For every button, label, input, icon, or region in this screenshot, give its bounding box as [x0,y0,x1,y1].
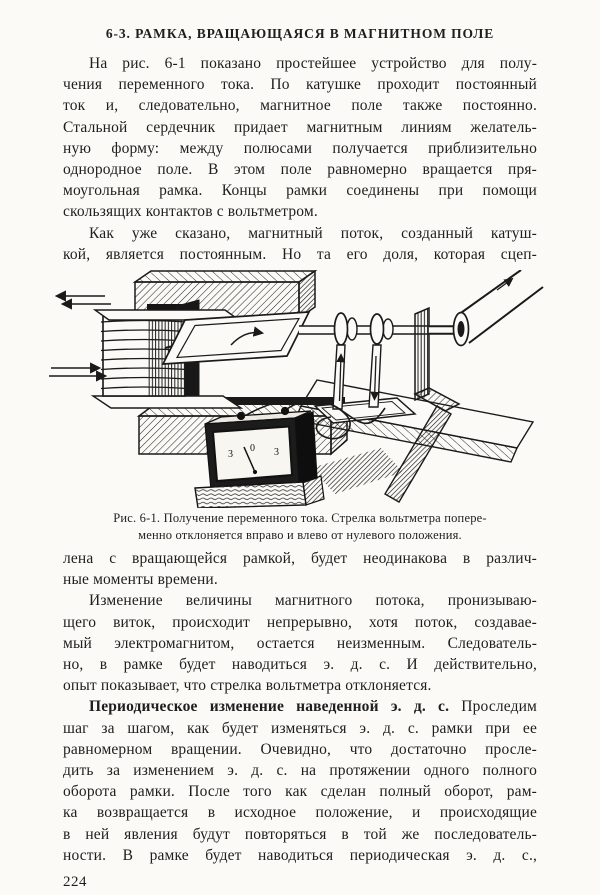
paragraph-2-after-figure: лена с вращающейся рамкой, будет неодина… [63,548,537,590]
rotating-frame [161,311,311,365]
text-line: Стальной сердечник придает магнитным лин… [63,118,537,136]
voltmeter-scale: 3 0 3 [228,443,279,460]
voltmeter-shadow [311,448,403,495]
text-line: опыт показывает, что стрелка вольтметра … [63,677,432,695]
brush-stands [313,344,417,424]
text-line: шаг за шагом, как будет изменяться э. д.… [63,719,537,737]
text-line: Как уже сказано, магнитный поток, создан… [89,224,537,242]
text-line: равномерном вращении. Очевидно, что дост… [63,740,537,758]
svg-text:3: 3 [274,447,279,458]
text-line: Периодическое изменение наведенной э. д.… [63,696,537,717]
paragraph-2-before-figure: Как уже сказано, магнитный поток, создан… [63,223,537,265]
bold-run-in-heading: Периодическое изменение наведенной э. д.… [89,698,450,716]
paragraph-1: На рис. 6-1 показано простейшее устройст… [63,53,537,223]
text-line: ности. В рамке будет наводиться периодич… [63,846,537,864]
excitation-coil [90,299,244,409]
text-line: мый электромагнитом, остается неизменным… [63,634,537,652]
figure-6-1: 3 0 3 [49,270,554,509]
text-line: дить за изменением э. д. с. на протяжени… [63,762,537,780]
text-line: оборота рамки. После того как сделан пол… [63,783,537,801]
caption-line: менно отклоняется вправо и влево от нуле… [138,527,462,542]
slip-rings [333,312,394,346]
text-line: Изменение величины магнитного потока, пр… [89,592,537,610]
text-line: но, в рамке будет наводиться э. д. с. И … [63,656,537,674]
svg-text:3: 3 [228,449,233,460]
text-line: лена с вращающейся рамкой, будет неодина… [63,550,537,568]
generator-illustration: 3 0 3 [49,270,544,509]
svg-text:0: 0 [250,443,255,454]
pulley [452,270,544,347]
connecting-wires [242,398,386,440]
figure-caption: Рис. 6-1. Получение переменного тока. Ст… [63,510,537,543]
text-line: ка возвращается в исходное положение, и … [63,804,537,822]
drive-belt [457,270,544,344]
text-line: чения переменного тока. По катушке прохо… [63,76,537,94]
text-line: ную форму: между полюсами получается при… [63,139,537,157]
text-line: На рис. 6-1 показано простейшее устройст… [89,55,537,72]
voltmeter-terminal [280,406,290,416]
text-line: щего виток, происходит непрерывно, хотя … [63,613,537,631]
voltmeter: 3 0 3 [194,406,403,509]
text-run: Проследим [449,698,538,716]
text-line: ные моменты времени. [63,571,218,589]
paragraph-4: Периодическое изменение наведенной э. д.… [63,696,537,866]
rotation-arrow [230,326,265,346]
current-arrows [49,290,111,382]
caption-line: Рис. 6-1. Получение переменного тока. Ст… [113,511,487,526]
voltmeter-dial [211,425,294,483]
voltmeter-needle [243,446,256,473]
text-line: в ней явления будут повторяться в той же… [63,825,537,843]
voltmeter-terminal [236,411,246,421]
section-heading: 6-3. РАМКА, ВРАЩАЮЩАЯСЯ В МАГНИТНОМ ПОЛЕ [105,26,495,41]
bearing-bracket [413,306,461,412]
page-number: 224 [63,874,87,891]
text-line: однородное поле. В этом поле равномерно … [63,161,537,179]
text-line: кой, является постоянным. Но та его доля… [63,245,537,263]
text-line: моугольная рамка. Концы рамки соединены … [63,182,537,200]
text-line: ток и, следовательно, магнитное поле так… [63,97,537,115]
paragraph-3: Изменение величины магнитного потока, пр… [63,590,537,696]
text-line: скользящих контактов с вольтметром. [63,203,318,221]
